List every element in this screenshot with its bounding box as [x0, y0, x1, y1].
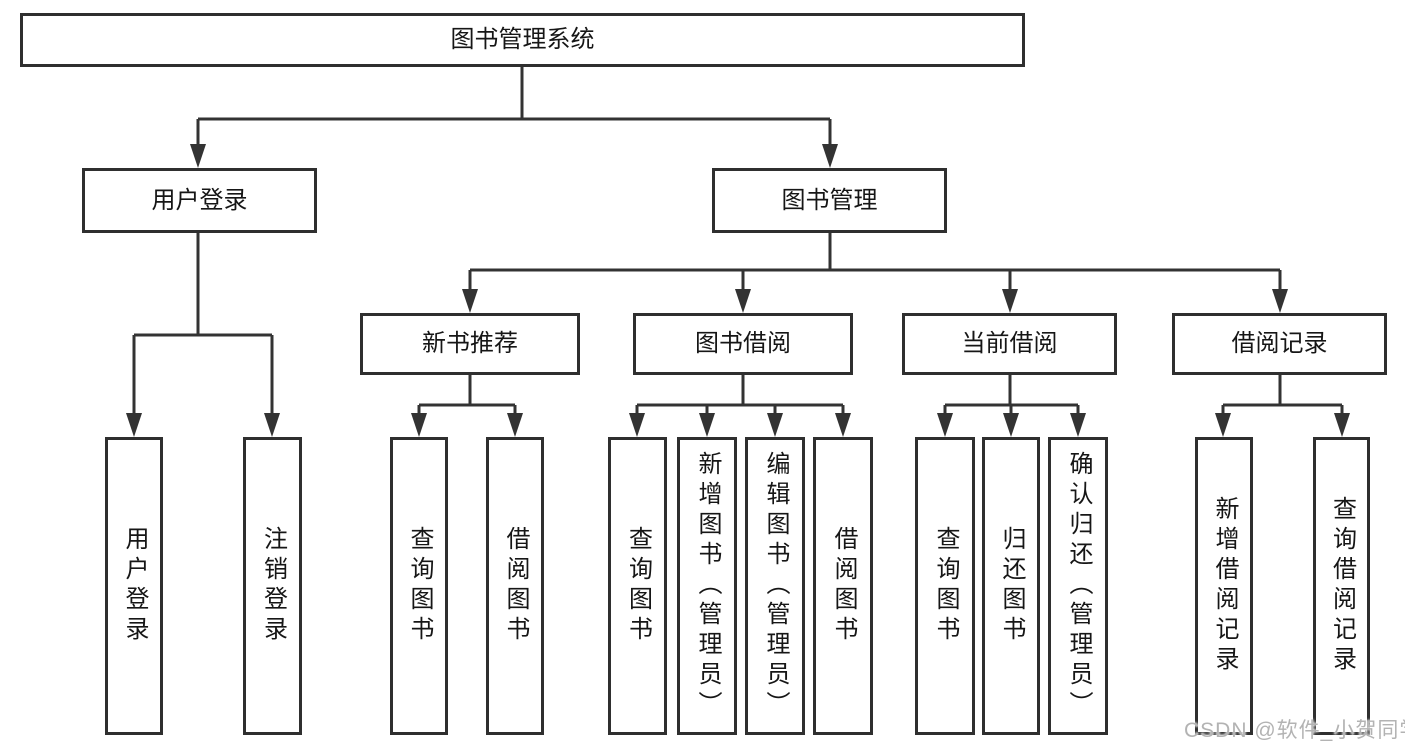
node-root-label: 图书管理系统 — [450, 26, 595, 53]
node-borrow-record: 借阅记录 — [1172, 313, 1387, 375]
node-user-login-label: 用户登录 — [151, 186, 248, 214]
leaf-add-borrow-record: 新增借阅记录 — [1195, 437, 1253, 735]
leaf-query-books-borrow: 查询图书 — [608, 437, 667, 735]
leaf-return-book: 归还图书 — [982, 437, 1040, 735]
leaf-query-books-current: 查询图书 — [915, 437, 975, 735]
node-book-borrow: 图书借阅 — [633, 313, 853, 375]
leaf-confirm-return-admin: 确认归还（管理员） — [1048, 437, 1108, 735]
leaf-logout-label: 注销登录 — [259, 526, 287, 646]
node-borrow-record-label: 借阅记录 — [1231, 330, 1328, 357]
leaf-add-book-admin-label: 新增图书（管理员） — [694, 451, 721, 721]
leaf-add-borrow-record-label: 新增借阅记录 — [1211, 496, 1238, 676]
leaf-user-login-label: 用户登录 — [121, 526, 148, 646]
node-new-book-recommend: 新书推荐 — [360, 313, 580, 375]
node-book-management: 图书管理 — [712, 168, 947, 233]
leaf-return-book-label: 归还图书 — [998, 526, 1025, 646]
node-book-borrow-label: 图书借阅 — [695, 330, 791, 357]
leaf-query-borrow-record: 查询借阅记录 — [1313, 437, 1370, 735]
watermark-text: CSDN @软件_小贺同学 — [1184, 719, 1405, 742]
leaf-logout: 注销登录 — [243, 437, 302, 735]
node-current-borrow-label: 当前借阅 — [961, 330, 1058, 357]
leaf-borrow-books-borrow-label: 借阅图书 — [830, 526, 857, 646]
leaf-query-borrow-record-label: 查询借阅记录 — [1328, 496, 1356, 676]
leaf-query-books-recommend: 查询图书 — [390, 437, 448, 735]
leaf-query-books-current-label: 查询图书 — [932, 526, 959, 646]
node-book-management-label: 图书管理 — [781, 186, 878, 214]
leaf-user-login: 用户登录 — [105, 437, 163, 735]
node-root: 图书管理系统 — [20, 13, 1025, 67]
leaf-edit-book-admin-label: 编辑图书（管理员） — [762, 451, 789, 721]
node-new-book-recommend-label: 新书推荐 — [422, 330, 518, 357]
leaf-edit-book-admin: 编辑图书（管理员） — [745, 437, 805, 735]
leaf-add-book-admin: 新增图书（管理员） — [677, 437, 737, 735]
leaf-borrow-books-recommend-label: 借阅图书 — [502, 526, 529, 646]
node-current-borrow: 当前借阅 — [902, 313, 1117, 375]
leaf-confirm-return-admin-label: 确认归还（管理员） — [1065, 451, 1092, 721]
leaf-query-books-borrow-label: 查询图书 — [624, 526, 652, 646]
leaf-borrow-books-borrow: 借阅图书 — [813, 437, 873, 735]
leaf-borrow-books-recommend: 借阅图书 — [486, 437, 544, 735]
node-user-login: 用户登录 — [82, 168, 317, 233]
leaf-query-books-recommend-label: 查询图书 — [406, 526, 433, 646]
